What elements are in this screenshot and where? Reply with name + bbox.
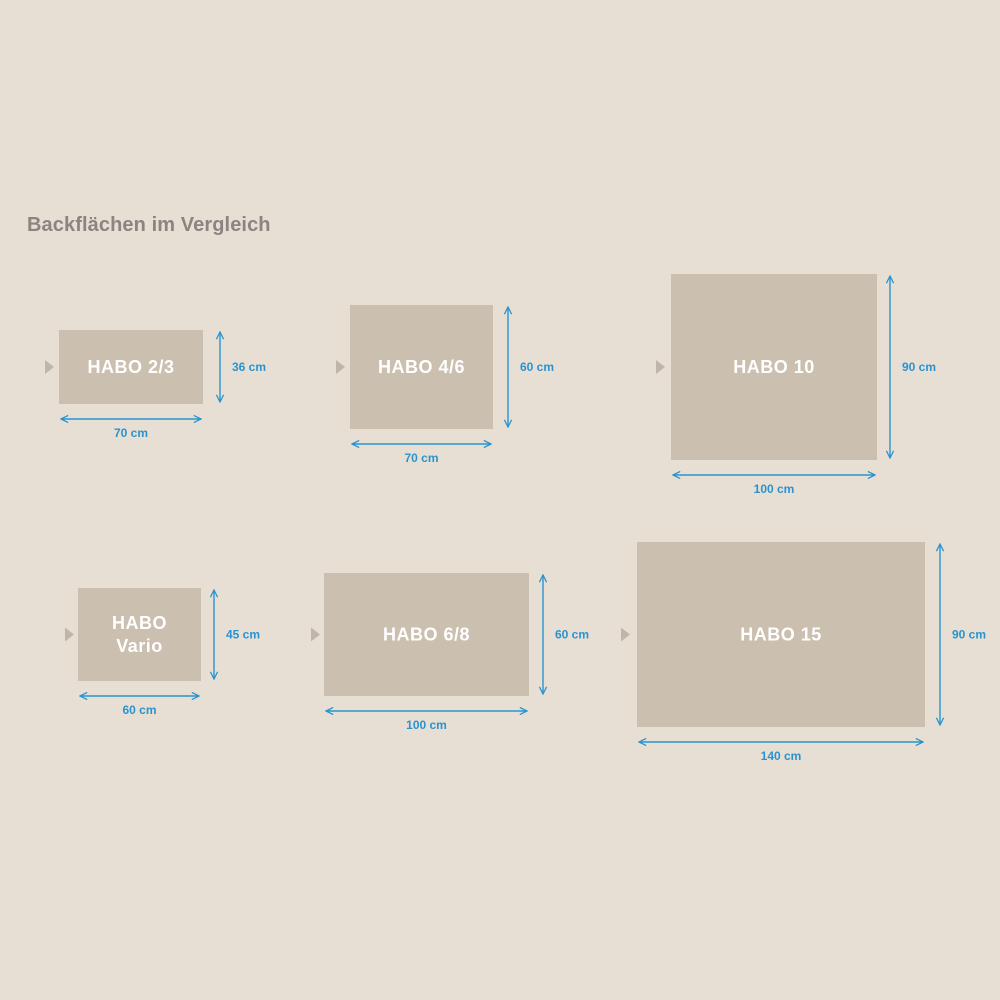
triangle-right-icon: [621, 627, 630, 642]
height-label: 36 cm: [232, 360, 266, 374]
model-name-label: HABO 2/3: [87, 357, 174, 377]
width-label: 100 cm: [406, 718, 447, 732]
height-label: 60 cm: [520, 360, 554, 374]
triangle-right-icon: [336, 360, 345, 374]
width-label: 140 cm: [761, 749, 802, 763]
model-box: [59, 330, 203, 404]
height-label: 45 cm: [226, 628, 260, 642]
model-box: [637, 542, 925, 727]
model-name-label: HABO 15: [740, 625, 822, 645]
height-label: 90 cm: [902, 360, 936, 374]
model-name-label: HABO 6/8: [383, 625, 470, 645]
model-name-label: HABO: [112, 613, 167, 633]
model-group: HABO 6/8 60 cm 100 cm: [311, 573, 589, 732]
model-group: HABO 10 90 cm 100 cm: [656, 274, 936, 496]
model-group: HABO 15 90 cm 140 cm: [621, 542, 986, 763]
model-box: [350, 305, 493, 429]
width-label: 70 cm: [114, 426, 148, 440]
page-title: Backflächen im Vergleich: [27, 214, 271, 236]
height-label: 90 cm: [952, 628, 986, 642]
model-name-label: HABO 10: [733, 357, 815, 377]
model-name-label: Vario: [116, 636, 163, 656]
model-box: [78, 588, 201, 681]
model-group: HABO 2/3 36 cm 70 cm: [45, 330, 266, 440]
triangle-right-icon: [656, 360, 665, 374]
model-group: HABO Vario 45 cm 60 cm: [65, 588, 260, 717]
triangle-right-icon: [311, 627, 320, 642]
width-label: 70 cm: [404, 451, 438, 465]
width-label: 60 cm: [122, 703, 156, 717]
model-box: [671, 274, 877, 460]
height-label: 60 cm: [555, 628, 589, 642]
width-label: 100 cm: [754, 482, 795, 496]
triangle-right-icon: [45, 360, 54, 374]
model-box: [324, 573, 529, 696]
triangle-right-icon: [65, 627, 74, 642]
model-group: HABO 4/6 60 cm 70 cm: [336, 305, 554, 465]
model-name-label: HABO 4/6: [378, 357, 465, 377]
